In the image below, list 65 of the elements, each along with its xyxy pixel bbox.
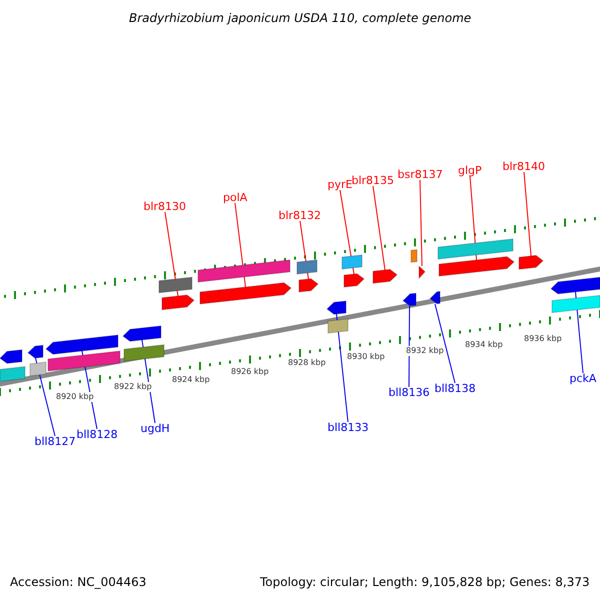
category-bar	[124, 344, 164, 362]
gene-feature	[162, 294, 195, 310]
category-bar	[0, 366, 26, 382]
gene-label: blr8130	[144, 201, 186, 212]
scale-label: 8926 kbp	[230, 367, 270, 377]
leader-line	[420, 180, 422, 266]
gene-label: polA	[223, 192, 248, 203]
gene-label: bll8133	[328, 422, 369, 433]
gene-feature	[344, 273, 365, 288]
leader-line	[164, 212, 178, 296]
scale-label: 8930 kbp	[346, 352, 386, 362]
gene-label: pckA	[570, 373, 596, 384]
gene-feature	[418, 266, 426, 279]
gene-feature	[550, 276, 600, 294]
gene-label: blr8135	[352, 175, 394, 186]
gene-feature	[122, 325, 162, 342]
gene-feature	[518, 254, 544, 270]
scale-label: 8920 kbp	[55, 392, 95, 402]
gene-label: blr8132	[278, 210, 322, 221]
category-bar	[158, 276, 192, 294]
footer-text: Accession: NC_004463	[10, 576, 146, 588]
category-bar	[30, 362, 46, 376]
gene-feature	[200, 282, 292, 305]
gene-feature	[326, 300, 346, 315]
gene-label: bll8128	[76, 429, 118, 440]
scale-label: 8934 kbp	[464, 340, 504, 350]
scale-label: 8922 kbp	[113, 382, 153, 392]
category-bar	[198, 259, 290, 283]
leader-line	[340, 190, 354, 274]
category-bar	[48, 350, 120, 372]
gene-feature	[0, 349, 22, 364]
scale-label: 8936 kbp	[523, 334, 563, 344]
footer-text: Topology: circular; Length: 9,105,828 bp; Genes: 8,373	[260, 576, 590, 588]
gene-label: bll8136	[388, 387, 430, 398]
category-bar	[438, 238, 514, 260]
title: Bradyrhizobium japonicum USDA 110, complete genome	[129, 12, 472, 24]
leader-line	[524, 172, 532, 256]
gene-label: bll8138	[434, 383, 476, 394]
leader-line	[300, 220, 309, 280]
scale-label: 8924 kbp	[171, 375, 211, 385]
category-bar	[410, 249, 418, 263]
leader-line	[35, 358, 56, 436]
gene-feature	[438, 256, 515, 277]
leader-line	[408, 306, 410, 388]
category-bar	[296, 259, 318, 275]
scale-label: 8932 kbp	[405, 346, 445, 356]
leader-line	[372, 186, 386, 270]
scale-label: 8928 kbp	[287, 358, 327, 368]
gene-label: bsr8137	[398, 169, 443, 180]
gene-label: glgP	[458, 165, 482, 176]
leader-line	[470, 176, 477, 260]
gene-feature	[298, 278, 319, 293]
gene-feature	[27, 344, 44, 359]
gene-feature	[429, 290, 440, 304]
category-bar	[342, 254, 362, 270]
category-bar	[552, 294, 600, 314]
gene-feature	[372, 268, 398, 284]
gene-label: blr8140	[502, 161, 546, 172]
leader-line	[336, 314, 348, 422]
leader-line	[434, 304, 456, 384]
gene-label: bll8127	[34, 436, 76, 447]
gene-feature	[402, 292, 416, 306]
category-bar	[328, 318, 348, 334]
gene-label: pyrE	[328, 179, 352, 190]
gene-label: ugdH	[140, 423, 170, 434]
